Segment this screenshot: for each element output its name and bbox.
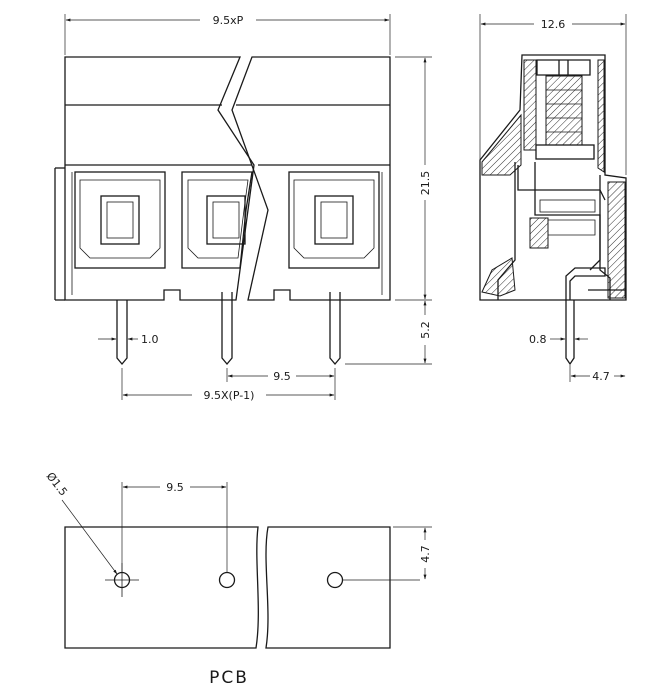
pin-width-dimension: 1.0: [98, 333, 159, 346]
span-label: 9.5X(P-1): [204, 389, 255, 402]
pcb-hole-offset-dimension: 4.7: [393, 526, 432, 580]
pin-width-label: 1.0: [141, 333, 159, 346]
front-height-label: 21.5: [419, 171, 432, 196]
side-pin-offset-label: 4.7: [592, 370, 610, 383]
pcb-hole-3: [326, 571, 420, 589]
pin-1: [116, 300, 128, 366]
pcb-view: Ø1.5 9.5 4.7 PCB: [44, 470, 432, 688]
side-depth-label: 12.6: [541, 18, 566, 31]
pcb-outline: [64, 526, 391, 649]
pitch-label: 9.5: [273, 370, 291, 383]
side-housing: [479, 54, 627, 301]
clamp-window-2: [181, 171, 253, 269]
hole-diameter-callout: Ø1.5: [44, 470, 118, 575]
pin-3: [329, 292, 341, 366]
clamp-window-3: [288, 171, 380, 269]
side-depth-dimension: 12.6: [479, 14, 627, 175]
clamp-screw: [535, 59, 595, 160]
side-pin-width-label: 0.8: [529, 333, 547, 346]
side-pin-offset-dimension: 4.7: [569, 365, 626, 383]
pcb-pitch-dimension: 9.5: [121, 481, 228, 572]
pcb-caption: PCB: [209, 668, 249, 688]
pcb-pitch-label: 9.5: [166, 481, 184, 494]
front-view: 9.5xP: [54, 14, 432, 402]
terminal-housing: [54, 56, 391, 301]
side-view: 12.6: [479, 14, 627, 383]
front-height-dimension: 21.5 5.2: [345, 56, 432, 365]
clamp-window-1: [74, 171, 166, 269]
hole-diameter-label: Ø1.5: [44, 470, 70, 499]
front-width-dimension: 9.5xP: [64, 14, 391, 55]
pitch-dimension: 9.5: [226, 368, 336, 400]
pin-2: [221, 292, 233, 366]
side-pin: [565, 300, 575, 366]
side-pin-width-dimension: 0.8: [529, 333, 588, 346]
pin-length-label: 5.2: [419, 321, 432, 339]
pcb-hole-2: [218, 571, 236, 589]
span-dimension: 9.5X(P-1): [121, 368, 335, 402]
pcb-hole-offset-label: 4.7: [419, 545, 432, 563]
front-width-label: 9.5xP: [213, 14, 244, 27]
